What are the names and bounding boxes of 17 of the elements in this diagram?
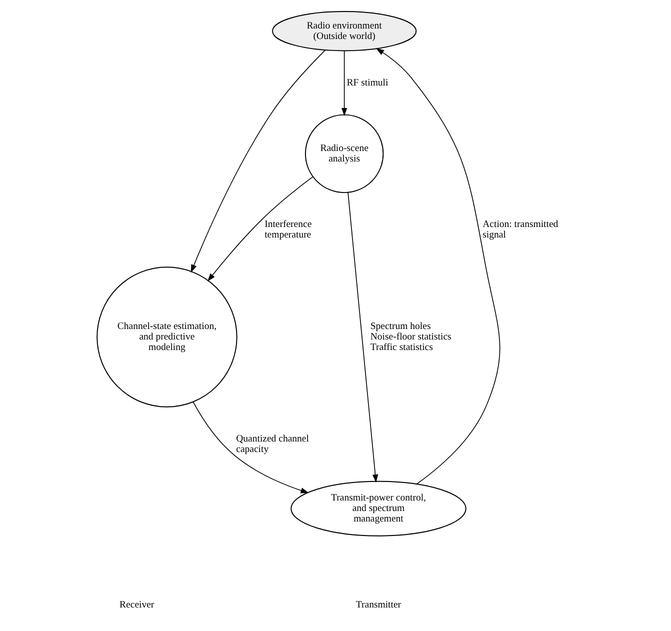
arrow bbox=[190, 50, 326, 273]
edge-label: Interference temperature bbox=[264, 219, 312, 241]
arrow bbox=[207, 176, 314, 282]
edge-label: Spectrum holes Noise-floor statistics Traffic statistics bbox=[370, 320, 452, 354]
arrow bbox=[192, 402, 309, 494]
node-ellipse: Radio environment (Outside world) bbox=[272, 11, 417, 52]
node-circle: Radio-scene analysis bbox=[304, 114, 384, 194]
node-ellipse: Transmit-power control, and spectrum management bbox=[290, 480, 466, 536]
arrow bbox=[348, 192, 378, 483]
node-circle: Channel-state estimation, and predictive modeling bbox=[96, 266, 238, 408]
edge-label: Quantized channel capacity bbox=[236, 433, 309, 455]
arrow bbox=[376, 48, 500, 485]
label: Transmitter bbox=[356, 599, 402, 610]
edge-label: Action: transmitted signal bbox=[482, 219, 558, 241]
arrow bbox=[341, 50, 348, 116]
edge-label: RF stimuli bbox=[346, 77, 388, 88]
label: Receiver bbox=[120, 599, 154, 610]
